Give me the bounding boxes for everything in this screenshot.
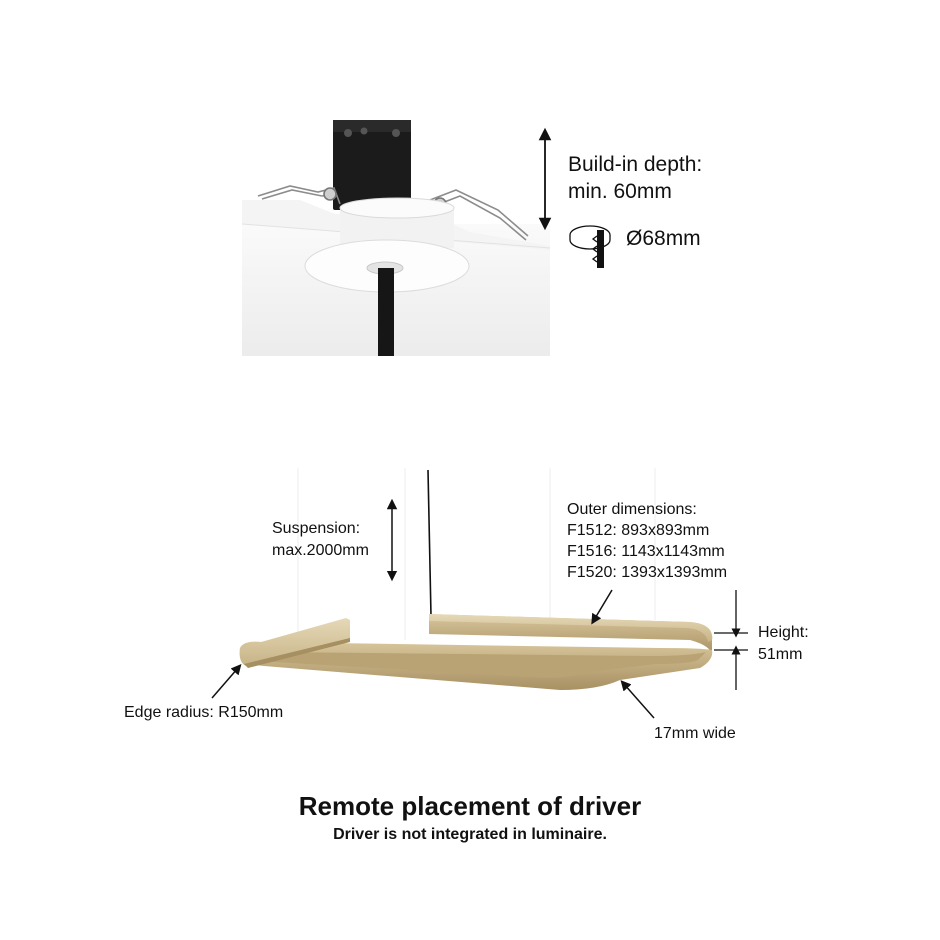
height-value: 51mm <box>758 646 803 663</box>
suspension-label: Suspension: <box>272 520 361 537</box>
driver-box <box>333 120 411 210</box>
cutout-diameter-label: Ø68mm <box>626 227 701 250</box>
footer-title: Remote placement of driver <box>298 791 642 821</box>
screw-icon <box>344 129 352 137</box>
outer-dimension-f1516: F1516: 1143x1143mm <box>567 543 725 560</box>
build-in-depth-label: Build-in depth: <box>568 153 703 176</box>
width-label: 17mm wide <box>654 725 736 742</box>
suspension-wire <box>427 469 432 617</box>
outer-dimensions-heading: Outer dimensions: <box>567 501 697 518</box>
screw-icon <box>360 127 368 135</box>
height-label: Height: <box>758 624 809 641</box>
edge-radius-label: Edge radius: R150mm <box>124 704 284 721</box>
suspension-cable <box>378 268 394 356</box>
pendant-ring <box>239 614 713 690</box>
ceiling-install-render <box>241 120 551 356</box>
build-in-depth-value: min. 60mm <box>568 180 672 203</box>
width-leader <box>620 680 655 719</box>
suspension-value: max.2000mm <box>272 542 369 559</box>
outer-dimension-f1512: F1512: 893x893mm <box>567 522 710 539</box>
height-dimension-arrows <box>714 590 748 690</box>
outer-dimension-leader <box>591 589 613 625</box>
outer-dimension-f1520: F1520: 1393x1393mm <box>567 564 728 581</box>
edge-radius-leader <box>211 664 242 699</box>
pendant-render <box>239 468 713 690</box>
screw-icon <box>392 129 400 137</box>
cutout-diameter-icon <box>569 225 611 268</box>
footer-subtitle: Driver is not integrated in luminaire. <box>333 826 607 843</box>
